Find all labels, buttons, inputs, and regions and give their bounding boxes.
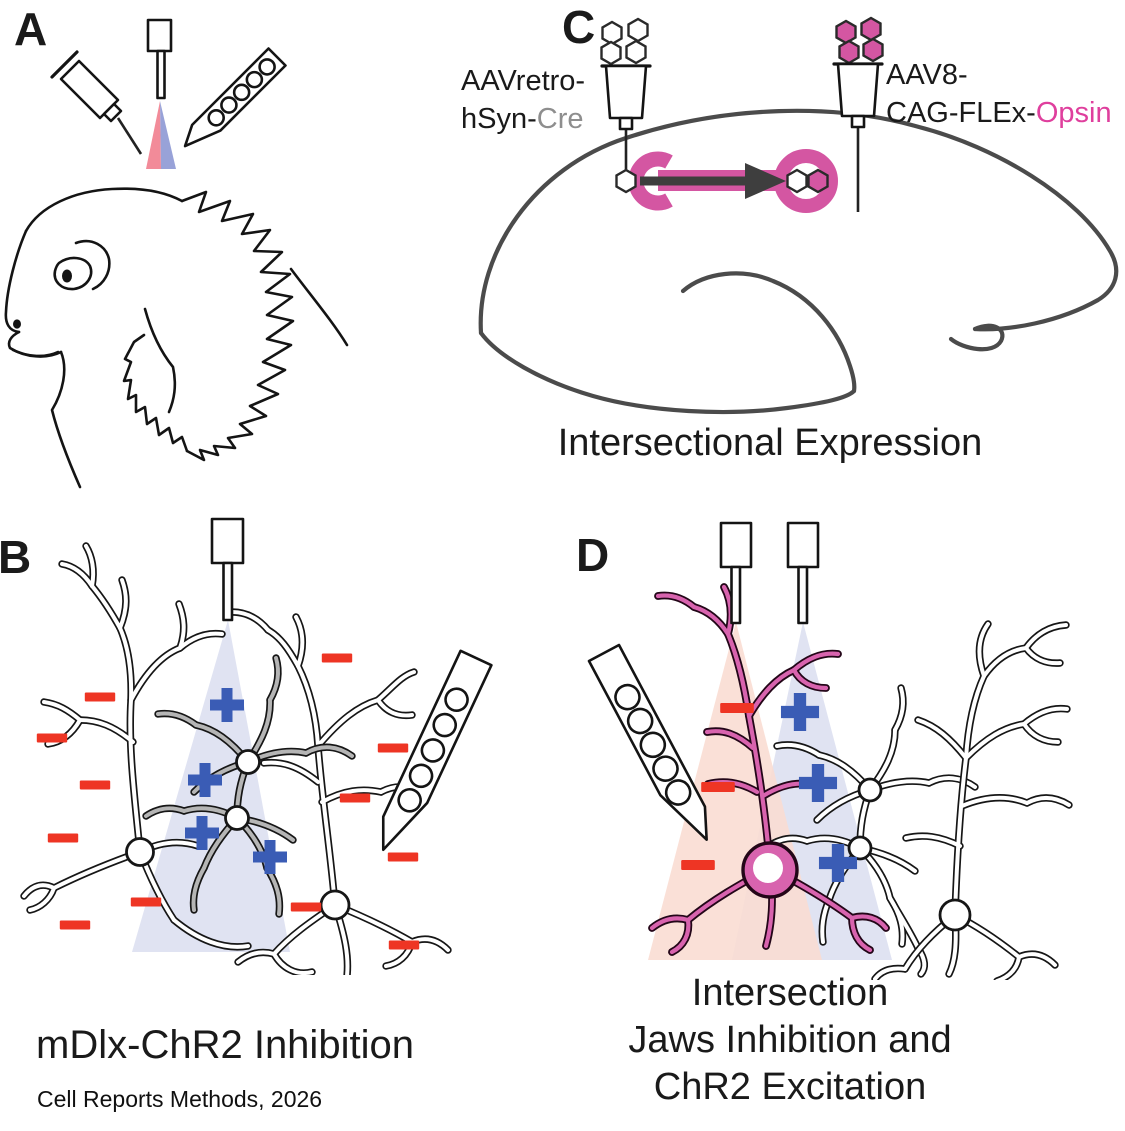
panel-d-label: D xyxy=(576,529,610,581)
right-virus-cluster xyxy=(835,16,884,65)
projection-arrow-icon xyxy=(640,163,786,199)
pupil-dot xyxy=(62,269,72,283)
panel-a-label: A xyxy=(14,3,48,55)
blue-light-cone xyxy=(132,620,290,952)
opsin-accent-text: Opsin xyxy=(1035,97,1112,129)
syringe-icon xyxy=(50,50,143,155)
electrode-probe-icon xyxy=(183,47,287,148)
nostril-dot xyxy=(13,319,21,329)
left-injection-line2: hSyn- xyxy=(461,103,537,135)
eye-outline xyxy=(53,256,93,291)
syringe-icon xyxy=(600,64,652,131)
neuron-icon xyxy=(875,624,1069,980)
cre-accent-text: Cre xyxy=(536,103,584,135)
source-note: Cell Reports Methods, 2026 xyxy=(37,1086,323,1112)
panel-d-caption-line2: Jaws Inhibition and xyxy=(628,1019,952,1061)
projection-pathway xyxy=(628,149,838,213)
panel-d-caption: Intersection Jaws Inhibition and ChR2 Ex… xyxy=(560,970,1020,1111)
panel-b-illustration xyxy=(0,517,493,975)
electrode-probe-icon xyxy=(381,649,493,852)
left-injection-line1: AAVretro- xyxy=(461,65,586,97)
virus-hexagon-icon xyxy=(615,168,637,194)
brain-outline-icon xyxy=(478,108,1119,415)
panel-b-caption: mDlx-ChR2 Inhibition xyxy=(36,1023,414,1067)
panel-d-illustration xyxy=(587,521,1125,980)
opsin-neuron-icon xyxy=(652,587,886,952)
neuron-icon xyxy=(24,546,248,947)
panel-a-illustration xyxy=(4,18,349,489)
optical-fiber-icon xyxy=(786,521,820,625)
light-cone-icon xyxy=(146,101,176,169)
electrode-probe-icon xyxy=(587,643,708,841)
optical-fiber-icon xyxy=(210,517,245,622)
virus-hexagon-icon xyxy=(807,168,829,194)
left-virus-cluster xyxy=(600,17,649,66)
monkey-head-icon xyxy=(4,187,349,489)
opsin-neuron-nucleus xyxy=(753,853,783,883)
syringe-icon xyxy=(832,62,884,129)
right-injection-line2: CAG-FLEx- xyxy=(886,97,1036,129)
gray-interneuron-icon xyxy=(146,658,352,914)
panel-c-label: C xyxy=(562,1,596,53)
panel-b-label: B xyxy=(0,531,32,583)
right-injection-label: AAV8- CAG-FLEx-Opsin xyxy=(886,56,1112,132)
virus-hexagon-icon xyxy=(786,168,808,194)
optical-fiber-icon xyxy=(146,18,173,100)
interneuron-icon xyxy=(769,688,975,974)
panel-c-illustration xyxy=(478,16,1119,415)
right-injection-line1: AAV8- xyxy=(886,59,968,91)
left-injection-label: AAVretro- hSyn-Cre xyxy=(461,62,585,138)
optical-fiber-icon xyxy=(719,521,753,625)
panel-d-caption-line1: Intersection xyxy=(691,972,889,1014)
panel-d-caption-line3: ChR2 Excitation xyxy=(653,1066,927,1108)
panel-c-caption: Intersectional Expression xyxy=(557,422,983,464)
